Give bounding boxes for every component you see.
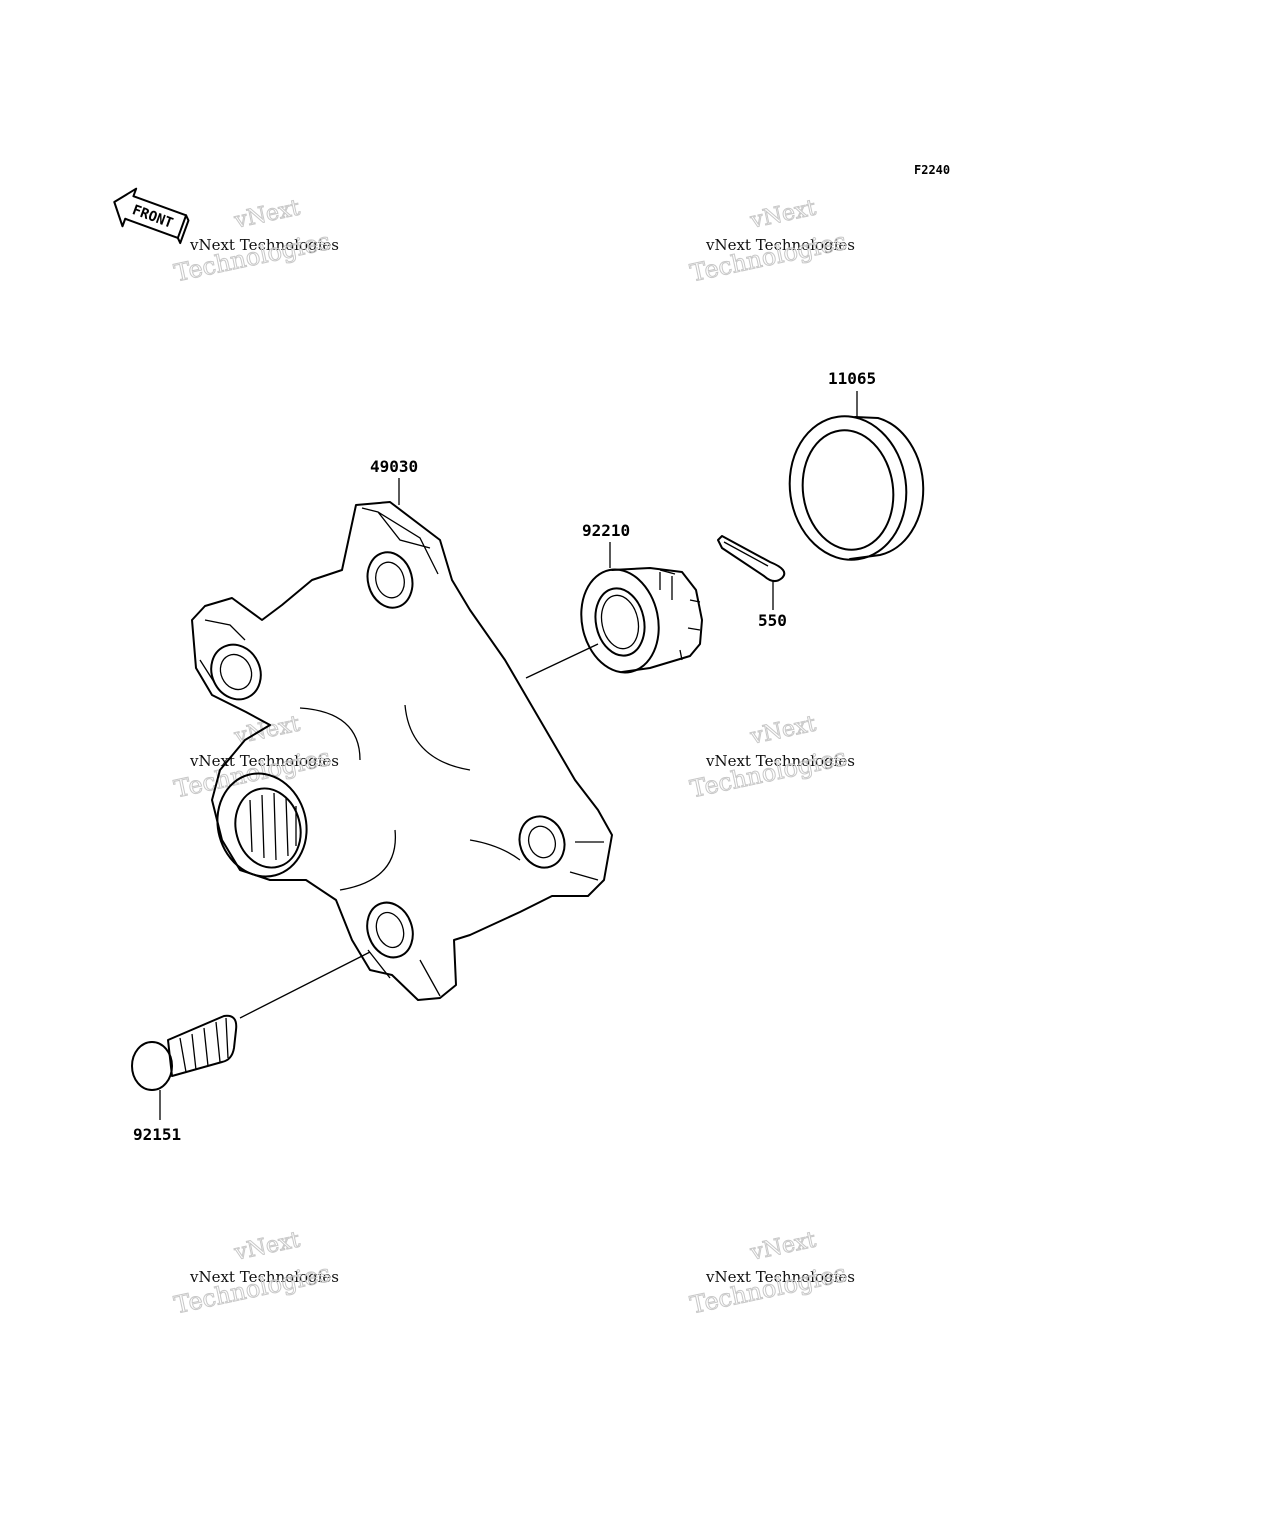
part-number-label: 49030 (370, 457, 418, 476)
svg-text:vNext: vNext (231, 196, 302, 234)
watermark: vNext vNext Technologies Technologies (687, 711, 855, 804)
svg-text:vNext Technologies: vNext Technologies (189, 236, 339, 254)
svg-text:vNext Technologies: vNext Technologies (189, 752, 339, 770)
svg-text:vNext: vNext (747, 1228, 818, 1266)
watermark: vNext vNext Technologies Technologies (171, 195, 339, 288)
figure-code: F2240 (914, 163, 950, 177)
watermark: vNext vNext Technologies Technologies (687, 1227, 855, 1320)
front-arrow-icon: FRONT (113, 187, 190, 245)
part-number-label: 92210 (582, 521, 630, 540)
watermark: vNext vNext Technologies Technologies (687, 195, 855, 288)
part-number-label: 11065 (828, 369, 876, 388)
part-92210-nut[interactable]: 92210 (525, 521, 703, 680)
front-label: FRONT (130, 202, 175, 231)
svg-text:vNext: vNext (747, 196, 818, 234)
svg-text:vNext: vNext (231, 1228, 302, 1266)
part-92151-bolt[interactable]: 92151 (131, 1014, 238, 1144)
part-11065-cap[interactable]: 11065 (781, 369, 925, 567)
svg-text:vNext Technologies: vNext Technologies (705, 1268, 855, 1286)
part-550-cotter-pin[interactable]: 550 (717, 535, 787, 630)
part-number-label: 550 (758, 611, 787, 630)
svg-text:vNext: vNext (747, 712, 818, 750)
svg-text:vNext Technologies: vNext Technologies (705, 752, 855, 770)
part-49030-hub[interactable]: 49030 (191, 457, 613, 1019)
svg-text:vNext Technologies: vNext Technologies (189, 1268, 339, 1286)
watermark: vNext vNext Technologies Technologies (171, 711, 339, 804)
svg-text:vNext Technologies: vNext Technologies (705, 236, 855, 254)
part-number-label: 92151 (133, 1125, 181, 1144)
watermark: vNext vNext Technologies Technologies (171, 1227, 339, 1320)
